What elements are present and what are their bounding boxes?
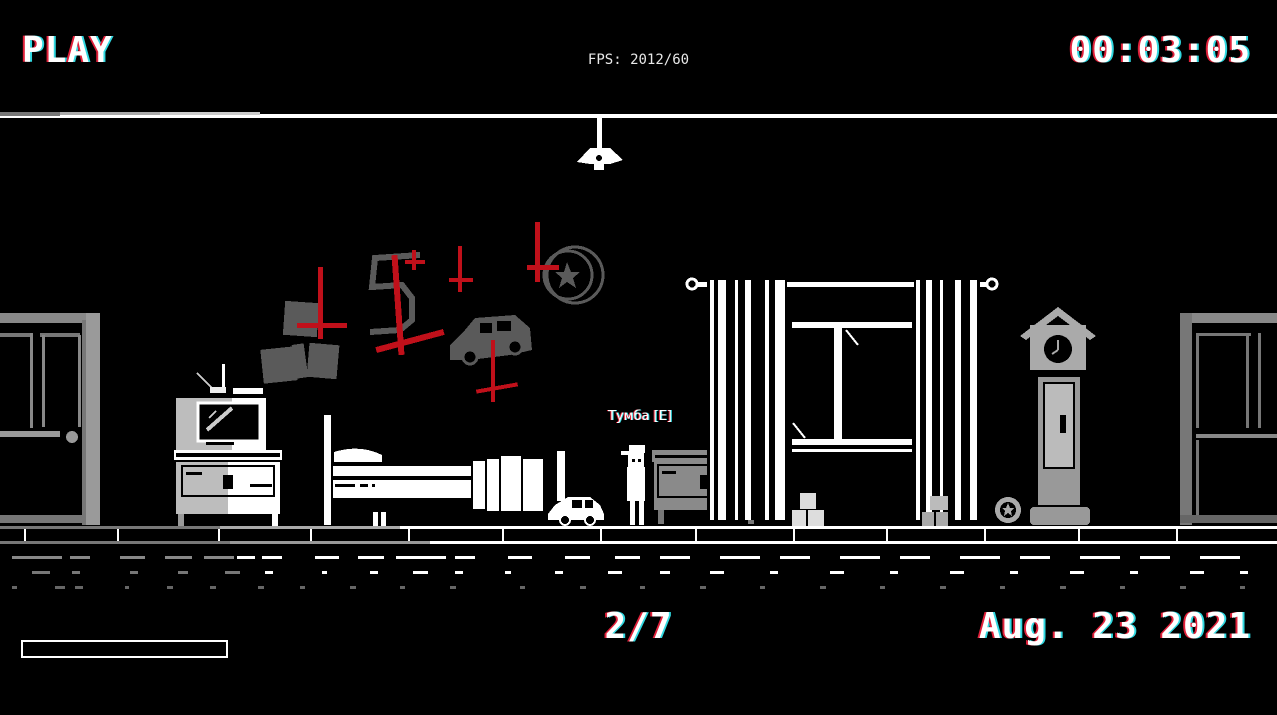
right-door[interactable] (1180, 313, 1277, 525)
ceiling-lamp-icon (577, 118, 623, 170)
progress-bar (21, 640, 228, 658)
ceiling (0, 112, 1277, 118)
wall-drawings (260, 222, 605, 402)
toy-car[interactable] (548, 497, 604, 526)
window-with-curtains[interactable] (685, 277, 999, 520)
television[interactable] (176, 364, 266, 450)
bed[interactable] (324, 415, 565, 526)
boxes[interactable] (792, 493, 948, 526)
car-drawing (450, 315, 532, 366)
player-character (621, 445, 645, 525)
floor (0, 526, 1277, 589)
grandfather-clock[interactable] (1020, 307, 1096, 525)
tv-cabinet[interactable] (174, 450, 282, 526)
left-door[interactable] (0, 313, 100, 525)
blocks-drawing (260, 300, 340, 384)
ball-drawing (542, 245, 605, 305)
item-counter: 2/7 (604, 606, 673, 647)
recording-timer: 00:03:05 (1069, 30, 1251, 71)
red-cross-marks (297, 222, 559, 402)
mode-label: PLAY (22, 30, 113, 71)
fps-counter: FPS: 2012/60 (587, 52, 690, 68)
toy-ball[interactable] (995, 497, 1021, 523)
interaction-prompt: Тумба [E] (608, 409, 672, 424)
date-stamp: Aug. 23 2021 (978, 606, 1251, 647)
